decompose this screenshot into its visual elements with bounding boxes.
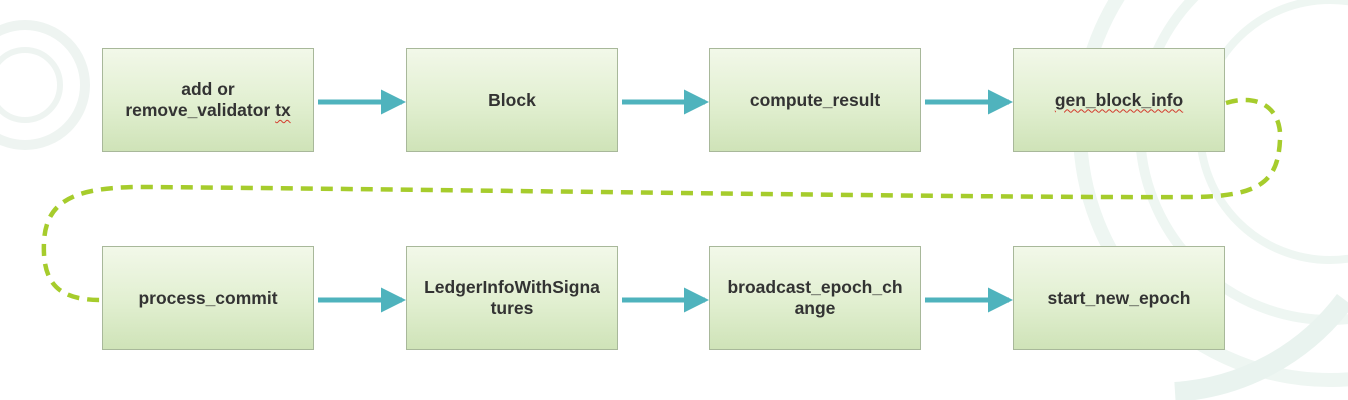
node-label: add or remove_validator tx (125, 79, 290, 121)
node-label-line: remove_validator (125, 100, 271, 120)
node-add-or-remove-validator-tx[interactable]: add or remove_validator tx (102, 48, 314, 152)
node-ledger-info-with-signatures[interactable]: LedgerInfoWithSigna tures (406, 246, 618, 350)
node-label: process_commit (138, 287, 278, 308)
node-label: gen_block_info (1054, 89, 1184, 110)
node-label-line: ange (794, 298, 836, 318)
node-process-commit[interactable]: process_commit (102, 246, 314, 350)
node-label: LedgerInfoWithSigna tures (424, 277, 600, 319)
bg-arc-bottom-right (1174, 293, 1348, 400)
node-label: compute_result (749, 89, 881, 110)
node-compute-result[interactable]: compute_result (709, 48, 921, 152)
node-label-line: add or (181, 79, 235, 99)
spellcheck-word: tx (275, 100, 291, 120)
node-broadcast-epoch-change[interactable]: broadcast_epoch_ch ange (709, 246, 921, 350)
node-gen-block-info[interactable]: gen_block_info (1013, 48, 1225, 152)
bg-ring-left-outer (0, 20, 90, 150)
node-label: broadcast_epoch_ch ange (727, 277, 902, 319)
node-label-line: tures (490, 298, 534, 318)
node-label: start_new_epoch (1047, 287, 1191, 308)
node-label-line: broadcast_epoch_ch (727, 277, 903, 297)
node-block[interactable]: Block (406, 48, 618, 152)
node-start-new-epoch[interactable]: start_new_epoch (1013, 246, 1225, 350)
bg-ring-left-inner (0, 47, 63, 123)
node-label: Block (488, 89, 536, 110)
node-label-line: LedgerInfoWithSigna (424, 277, 600, 297)
